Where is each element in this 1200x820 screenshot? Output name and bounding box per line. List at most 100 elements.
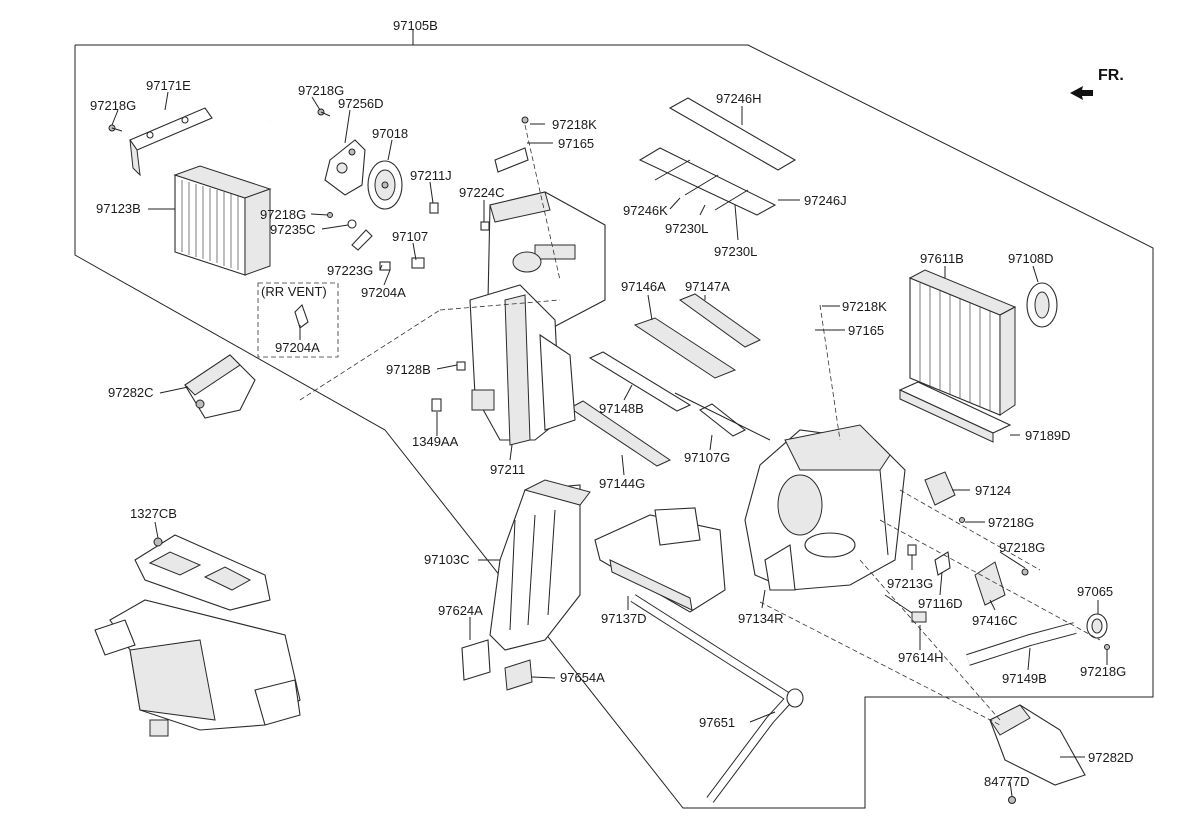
screw-icon [327, 212, 333, 218]
label-97416C: 97416C [972, 613, 1018, 628]
actuator-part [324, 139, 366, 196]
screw-icon [521, 116, 529, 124]
duct-seal-part [504, 659, 533, 691]
label-97123B: 97123B [96, 201, 141, 216]
drain-pipe-part [630, 594, 804, 803]
seal-ring-part [1026, 282, 1058, 328]
screw-icon [959, 517, 965, 523]
label-97107G: 97107G [684, 450, 730, 465]
screw-icon [317, 108, 331, 117]
label-97246H: 97246H [716, 91, 762, 106]
label-97065: 97065 [1077, 584, 1113, 599]
front-direction-label: FR. [1098, 67, 1124, 84]
rr-vent-box [257, 282, 339, 358]
door-part [569, 293, 771, 467]
clip-icon [456, 361, 466, 371]
link-part [347, 219, 373, 251]
label-97147A: 97147A [685, 279, 730, 294]
label-97218G-f: 97218G [1080, 664, 1126, 679]
lower-case-part [594, 507, 726, 613]
leader-lines [111, 91, 1108, 797]
screw-icon [1008, 796, 1016, 804]
heater-core-part [161, 119, 272, 276]
label-97134R: 97134R [738, 611, 784, 626]
assembly-boundary [74, 44, 1154, 809]
drain-hose-part [966, 622, 1077, 666]
side-duct-part [989, 704, 1086, 786]
label-97282D: 97282D [1088, 750, 1134, 765]
duct-seal-part [461, 639, 491, 681]
side-duct-part [184, 354, 256, 419]
label-1349AA: 1349AA [412, 434, 459, 449]
label-97223G: 97223G [327, 263, 373, 278]
label-1327CB: 1327CB [130, 506, 177, 521]
label-97218G-e: 97218G [999, 540, 1045, 555]
label-97246K: 97246K [623, 203, 668, 218]
evaporator-cover-part [898, 381, 1012, 443]
label-97282C: 97282C [108, 385, 154, 400]
label-97124: 97124 [975, 483, 1011, 498]
label-97218K-a: 97218K [552, 117, 597, 132]
pipe-bracket-part [129, 107, 213, 177]
label-97624A: 97624A [438, 603, 483, 618]
rr-vent-label: (RR VENT) [261, 284, 327, 299]
label-97230L-b: 97230L [714, 244, 757, 259]
label-97218G-d: 97218G [988, 515, 1034, 530]
label-97224C: 97224C [459, 185, 505, 200]
clip-icon [480, 221, 490, 231]
clip-icon [431, 398, 442, 412]
label-97211J: 97211J [410, 168, 452, 183]
label-97149B: 97149B [1002, 671, 1047, 686]
label-97189D: 97189D [1025, 428, 1071, 443]
bushing-icon [379, 257, 425, 271]
label-97218G-b: 97218G [298, 83, 344, 98]
sensor-part [884, 594, 927, 623]
label-97218G-c: 97218G [260, 207, 306, 222]
clip-icon [934, 551, 951, 576]
rr-vent-clip-icon [294, 303, 309, 329]
actuator-part [974, 561, 1006, 606]
front-direction-arrow-icon [1070, 86, 1093, 100]
main-housing-part [469, 284, 576, 446]
label-97204A-b: 97204A [275, 340, 320, 355]
label-97148B: 97148B [599, 401, 644, 416]
dashed-leaders [299, 124, 1101, 726]
label-97146A: 97146A [621, 279, 666, 294]
actuator-part [924, 471, 956, 506]
right-housing-part [744, 424, 906, 591]
label-97211: 97211 [490, 462, 525, 477]
label-97107: 97107 [392, 229, 428, 244]
assembled-hvac-unit [94, 534, 301, 737]
label-97213G: 97213G [887, 576, 933, 591]
label-97651: 97651 [699, 715, 735, 730]
label-97235C: 97235C [270, 222, 316, 237]
label-97165-b: 97165 [848, 323, 884, 338]
label-97654A: 97654A [560, 670, 605, 685]
label-97218G-a: 97218G [90, 98, 136, 113]
floor-duct-part [489, 479, 591, 651]
seal-frame-part [638, 97, 797, 216]
label-97165-a: 97165 [558, 136, 594, 151]
screw-icon [1021, 568, 1029, 576]
label-97614H: 97614H [898, 650, 944, 665]
label-97204A-a: 97204A [361, 285, 406, 300]
label-97230L-a: 97230L [665, 221, 708, 236]
screw-icon [1104, 644, 1110, 650]
label-97116D: 97116D [918, 596, 963, 611]
label-97246J: 97246J [804, 193, 847, 208]
screw-icon [108, 124, 123, 132]
label-97108D: 97108D [1008, 251, 1054, 266]
evaporator-part [908, 269, 1017, 416]
cam-lever-part [367, 160, 403, 210]
clip-icon [429, 202, 439, 214]
label-97103C: 97103C [424, 552, 470, 567]
clip-icon [907, 544, 917, 556]
label-97105B: 97105B [393, 18, 438, 33]
label-84777D: 84777D [984, 774, 1030, 789]
label-97256D: 97256D [338, 96, 384, 111]
label-97171E: 97171E [146, 78, 191, 93]
hose-clamp-part [1086, 613, 1108, 639]
label-97128B: 97128B [386, 362, 431, 377]
